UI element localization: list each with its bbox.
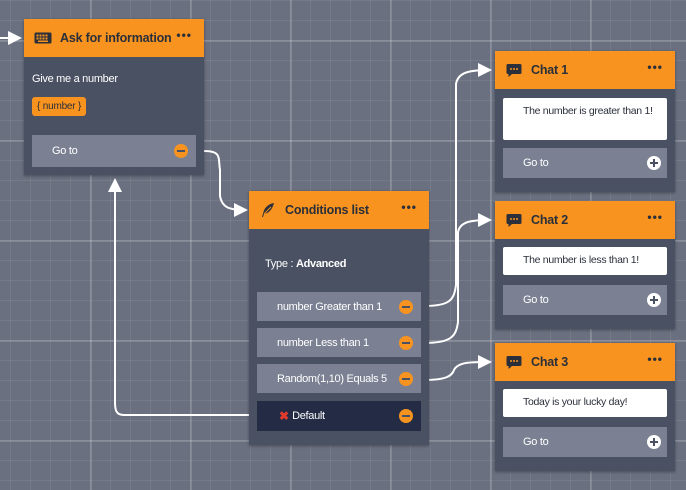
- feather-icon: [259, 201, 277, 219]
- node-title: Chat 2: [531, 213, 569, 227]
- remove-condition-icon[interactable]: [399, 335, 413, 350]
- goto-row[interactable]: Go to: [503, 427, 667, 457]
- add-connection-icon[interactable]: [647, 156, 661, 170]
- default-label: Default: [292, 410, 325, 422]
- default-row[interactable]: ✖ Default: [257, 401, 421, 431]
- keyboard-icon: [34, 29, 52, 47]
- remove-condition-icon[interactable]: [399, 371, 413, 386]
- node-title: Conditions list: [285, 203, 369, 217]
- node-header[interactable]: Chat 2 •••: [495, 201, 675, 239]
- goto-label: Go to: [523, 436, 549, 448]
- remove-default-icon[interactable]: [399, 409, 413, 423]
- node-header[interactable]: Chat 3 •••: [495, 343, 675, 381]
- node-header[interactable]: Conditions list •••: [249, 191, 429, 229]
- chat-bubble-icon: [505, 353, 523, 371]
- ask-for-information-node[interactable]: Ask for information ••• Give me a number…: [24, 19, 204, 175]
- node-title: Chat 3: [531, 355, 569, 369]
- node-title: Chat 1: [531, 63, 569, 77]
- chat-node-1[interactable]: Chat 1 ••• The number is greater than 1!…: [495, 51, 675, 192]
- chat-node-2[interactable]: Chat 2 ••• The number is less than 1! Go…: [495, 201, 675, 329]
- type-label: Type :: [265, 258, 294, 270]
- goto-row[interactable]: Go to: [32, 135, 196, 167]
- more-options-icon[interactable]: •••: [647, 60, 663, 74]
- node-header[interactable]: Chat 1 •••: [495, 51, 675, 89]
- conditions-list-node[interactable]: Conditions list ••• Type : Advanced numb…: [249, 191, 429, 445]
- more-options-icon[interactable]: •••: [647, 352, 663, 366]
- goto-label: Go to: [523, 294, 549, 306]
- chat-node-3[interactable]: Chat 3 ••• Today is your lucky day! Go t…: [495, 343, 675, 471]
- condition-label: number Greater than 1: [277, 300, 382, 313]
- condition-label: number Less than 1: [277, 336, 369, 349]
- default-x-icon: ✖: [279, 409, 290, 423]
- remove-connection-icon[interactable]: [174, 144, 188, 158]
- more-options-icon[interactable]: •••: [647, 210, 663, 224]
- wire-cond2-to-chat2: [423, 213, 492, 344]
- remove-condition-icon[interactable]: [399, 299, 413, 314]
- condition-row[interactable]: number Greater than 1: [257, 292, 421, 321]
- type-line: Type : Advanced: [265, 258, 346, 270]
- type-value: Advanced: [295, 258, 347, 270]
- condition-label: Random(1,10) Equals 5: [277, 372, 387, 385]
- chat-message: The number is greater than 1!: [503, 98, 667, 140]
- node-header[interactable]: Ask for information •••: [24, 19, 204, 57]
- goto-row[interactable]: Go to: [503, 285, 667, 315]
- add-connection-icon[interactable]: [647, 293, 661, 307]
- node-title: Ask for information: [60, 31, 172, 45]
- chat-bubble-icon: [505, 61, 523, 79]
- more-options-icon[interactable]: •••: [176, 28, 192, 42]
- condition-row[interactable]: Random(1,10) Equals 5: [257, 364, 421, 393]
- add-connection-icon[interactable]: [647, 435, 661, 449]
- wire-cond3-to-chat3: [423, 355, 492, 381]
- more-options-icon[interactable]: •••: [401, 200, 417, 214]
- wire-default-to-ask: [108, 178, 256, 416]
- chat-bubble-icon: [505, 211, 523, 229]
- goto-label: Go to: [52, 145, 78, 157]
- condition-row[interactable]: number Less than 1: [257, 328, 421, 357]
- goto-row[interactable]: Go to: [503, 148, 667, 178]
- chat-message: The number is less than 1!: [503, 247, 667, 275]
- wire-goto-to-conditions: [203, 150, 248, 217]
- question-text: Give me a number: [32, 73, 118, 85]
- goto-label: Go to: [523, 157, 549, 169]
- variable-badge: { number }: [32, 97, 87, 116]
- chat-message: Today is your lucky day!: [503, 389, 667, 417]
- wire-cond1-to-chat1: [423, 63, 492, 307]
